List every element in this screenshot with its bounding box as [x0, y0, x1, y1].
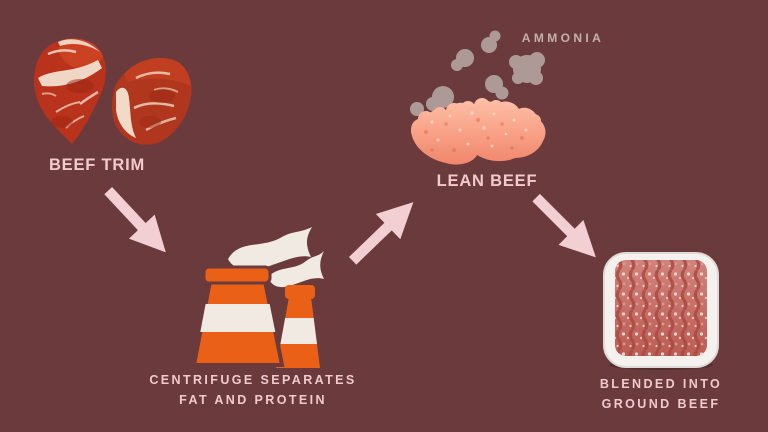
arrow-icon-leanbeef-to-groundbeef — [532, 193, 596, 258]
steam-flags — [228, 227, 324, 288]
ground-beef-tray-icon — [603, 252, 719, 370]
ground-beef-meat — [615, 260, 707, 356]
centrifuge-label-line1: CENTRIFUGE SEPARATES — [149, 373, 357, 387]
beef-trim-label: BEEF TRIM — [48, 156, 146, 174]
ground-beef-label-line2: GROUND BEEF — [601, 397, 721, 411]
arrow-icon-beef-to-centrifuge — [104, 187, 166, 253]
arrow-icon-centrifuge-to-leanbeef — [348, 202, 414, 265]
ammonia-label: AMMONIA — [521, 31, 605, 45]
lean-beef-label: LEAN BEEF — [436, 172, 538, 190]
cooling-tower-large — [191, 265, 285, 367]
beef-piece-right — [112, 58, 192, 145]
centrifuge-icon — [191, 227, 324, 368]
centrifuge-label-line2: FAT AND PROTEIN — [179, 393, 327, 407]
pink-foam-blob — [410, 98, 546, 165]
smoke-puffs — [410, 30, 545, 116]
beef-trim-icon — [34, 38, 192, 145]
beef-piece-left — [34, 38, 106, 144]
ground-beef-label-line1: BLENDED INTO — [599, 377, 723, 391]
ammonia-smoke-icon — [410, 30, 545, 116]
lean-beef-icon — [410, 98, 546, 165]
